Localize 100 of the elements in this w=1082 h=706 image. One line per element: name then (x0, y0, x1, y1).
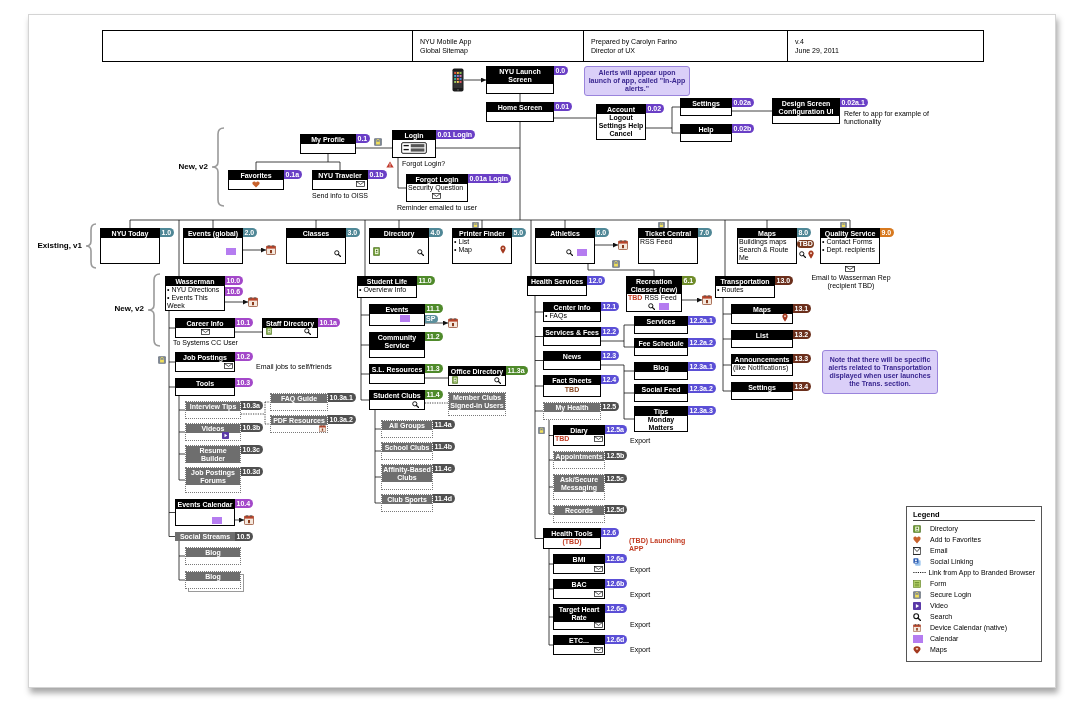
planned-page-box (270, 415, 328, 433)
page-box (448, 366, 506, 386)
connector-line (534, 360, 544, 361)
connector-line (722, 364, 732, 366)
planned-page-box (185, 467, 241, 493)
connector-line (623, 324, 635, 326)
connector-line (534, 295, 536, 539)
calendar-page-icon (248, 297, 258, 307)
connector-line (168, 512, 176, 513)
stacked-planned-page-box (185, 571, 241, 589)
page-box (228, 170, 284, 190)
connector-line (374, 409, 376, 504)
connector-line (178, 479, 186, 481)
connector-line (424, 377, 449, 379)
connector-line (587, 263, 655, 277)
connector-line (360, 297, 362, 401)
page-box (543, 375, 601, 397)
page-box (262, 318, 318, 338)
page-box (634, 316, 688, 334)
connector-line (178, 540, 180, 581)
connector-line (722, 338, 732, 340)
page-box (452, 228, 512, 264)
connector-line (168, 386, 176, 388)
connector-line (255, 161, 257, 171)
connector-line (398, 219, 400, 229)
connector-line (519, 121, 521, 221)
connector-line (766, 219, 768, 229)
connector-line (722, 297, 724, 392)
connector-line (553, 117, 597, 119)
connector-line (548, 548, 550, 646)
connector-line (178, 431, 186, 433)
connector-line (548, 513, 554, 515)
page-box (535, 228, 595, 264)
connector-line (534, 385, 544, 387)
connector-line (731, 110, 773, 112)
page-box (486, 102, 554, 122)
page-box (369, 390, 425, 410)
connector-line (360, 373, 370, 375)
connector-line (548, 459, 554, 461)
page-box (680, 98, 732, 116)
planned-page-box (185, 401, 241, 419)
page-box (175, 378, 235, 396)
page-box (731, 354, 793, 376)
page-box (634, 362, 688, 380)
page-box (731, 330, 793, 348)
connector-line (178, 453, 186, 455)
page-box (300, 134, 356, 154)
planned-page-box (381, 420, 433, 438)
planned-page-box (553, 451, 605, 469)
connector-line (374, 502, 382, 504)
connector-line (360, 399, 370, 401)
page-box (731, 304, 793, 324)
page-box (100, 228, 160, 264)
connector-line (435, 147, 521, 149)
planned-page-box (185, 547, 241, 565)
connector-line (481, 219, 483, 229)
connector-line (360, 344, 370, 346)
connector-line (178, 219, 180, 277)
page-box (634, 406, 688, 432)
connector-line (548, 435, 554, 436)
connector-line (327, 153, 329, 163)
page-box (543, 528, 601, 549)
connector-line (548, 616, 554, 618)
connector-line (548, 563, 554, 565)
page-box (553, 554, 605, 574)
connector-line (534, 311, 544, 313)
page-box (731, 382, 793, 400)
planned-page-box (270, 393, 328, 411)
page-box (737, 228, 797, 264)
page-box (634, 384, 688, 402)
calendar-page-icon (702, 295, 712, 305)
page-box (369, 332, 425, 358)
page-box (486, 66, 554, 94)
connector-line (364, 219, 366, 277)
page-box (634, 338, 688, 356)
planned-page-box (381, 464, 433, 490)
connector-line (129, 219, 851, 221)
page-box (820, 228, 880, 264)
page-box (165, 276, 225, 311)
planned-page-box (185, 423, 241, 441)
connector-line (264, 423, 271, 425)
connector-line (534, 538, 544, 539)
connector-line (255, 161, 341, 163)
page-box (357, 276, 417, 298)
calendar-page-icon (618, 240, 628, 250)
page-box (312, 170, 368, 190)
planned-page-box (553, 474, 605, 500)
connector-line (240, 401, 266, 425)
connector-line (671, 106, 681, 108)
page-box (406, 174, 468, 202)
page-box (175, 352, 235, 372)
page-box (772, 98, 840, 124)
page-box (369, 228, 429, 264)
note-callout (822, 350, 938, 394)
page-box (553, 425, 605, 446)
connector-line (530, 219, 532, 277)
connector-line (548, 419, 550, 515)
planned-page-box (543, 402, 601, 420)
planned-page-box (381, 494, 433, 512)
page-box (369, 364, 425, 384)
